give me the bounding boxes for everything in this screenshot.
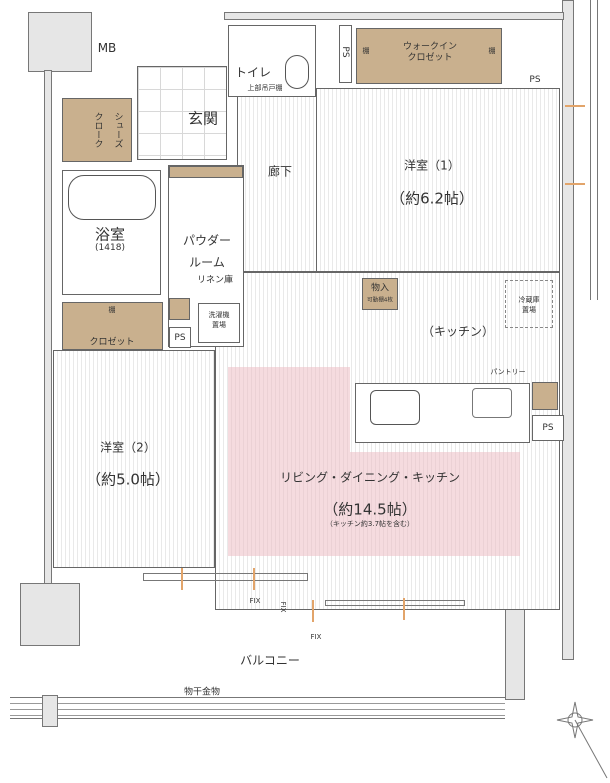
walk-in-closet xyxy=(356,28,502,84)
fix-label-1: FIX xyxy=(249,597,261,605)
fridge-label: 冷蔵庫 置場 xyxy=(518,296,540,314)
balcony-left-pillar xyxy=(20,583,80,646)
ps-label-top: PS xyxy=(340,46,350,58)
ps-shaft-top xyxy=(339,25,352,83)
genkan-label: 玄関 xyxy=(187,109,219,128)
laundry-hardware-label: 物干金物 xyxy=(183,687,221,698)
room2-label: 洋室（2） xyxy=(100,440,156,455)
linen-label: リネン庫 xyxy=(196,275,234,286)
washer-label: 洗濯機 置場 xyxy=(208,311,230,329)
ps-label-right: PS xyxy=(529,75,541,85)
shoes-label-b: クローク xyxy=(92,112,103,148)
corridor-label: 廊下 xyxy=(267,164,293,179)
window-arrow xyxy=(181,568,183,590)
ps-shaft-kitchen xyxy=(532,415,564,441)
left-exterior-wall xyxy=(44,70,52,590)
wic-label: ウォークイン クロゼット xyxy=(402,42,458,63)
window-arrow-right xyxy=(565,183,585,185)
right-boundary-line xyxy=(590,0,598,300)
ldk-size: （約14.5帖） xyxy=(323,500,417,519)
toilet-shelf-label: 上部吊戸棚 xyxy=(247,84,283,92)
shoes-cloak xyxy=(62,98,132,162)
room1-label: 洋室（1） xyxy=(404,158,460,173)
western-room-1 xyxy=(316,88,560,272)
powder-label-a: パウダー xyxy=(182,233,232,248)
room1-size: （約6.2帖） xyxy=(390,189,474,208)
storage-closet xyxy=(362,278,398,310)
balcony-label: バルコニー xyxy=(240,653,300,668)
window-sash-right xyxy=(325,600,465,606)
pantry-label: パントリー xyxy=(490,368,526,376)
ldk-note: （キッチン約3.7帖を含む） xyxy=(325,520,415,528)
compass-icon xyxy=(556,701,608,779)
window-arrow xyxy=(253,568,255,590)
balcony-post xyxy=(42,695,58,727)
fridge-space xyxy=(505,280,553,328)
toilet-label: トイレ xyxy=(234,65,272,80)
toilet-bowl-icon xyxy=(285,55,309,89)
ps-label-powder: PS xyxy=(174,333,186,343)
ps-label-kitchen: PS xyxy=(542,423,554,433)
bath-size: (1418) xyxy=(95,243,125,253)
mb-label: MB xyxy=(97,41,117,55)
closet-shelf-label: 棚 xyxy=(108,306,116,314)
corridor xyxy=(237,96,317,272)
room2-size: （約5.0帖） xyxy=(86,470,170,489)
closet xyxy=(62,302,163,350)
powder-vanity xyxy=(169,166,243,178)
bath-label: 浴室 xyxy=(94,225,126,244)
storage-note: 可動棚4枚 xyxy=(367,296,393,304)
mb-pillar xyxy=(28,12,92,72)
washer-space xyxy=(198,303,240,343)
mb-room xyxy=(92,12,126,84)
ldk-highlight-a xyxy=(228,367,350,556)
window-arrow-right xyxy=(565,105,585,107)
linen-storage xyxy=(169,298,190,320)
fix-label-3: FIX xyxy=(310,633,322,641)
storage-label: 物入 xyxy=(370,283,390,294)
closet-label: クロゼット xyxy=(89,337,135,348)
kitchen-counter xyxy=(355,383,530,443)
ldk-label: リビング・ダイニング・キッチン xyxy=(279,470,461,485)
sink-icon xyxy=(370,390,420,425)
pantry xyxy=(532,382,558,410)
genkan-room xyxy=(137,66,227,160)
wic-shelf-left: 棚 xyxy=(362,47,370,55)
balcony-railing xyxy=(10,697,505,719)
stove-icon xyxy=(472,388,512,418)
shoes-label-a: シューズ xyxy=(112,112,123,148)
window-sash-left xyxy=(143,573,308,581)
bathtub-icon xyxy=(68,175,156,220)
right-exterior-wall xyxy=(562,0,574,660)
top-wall xyxy=(224,12,564,20)
kitchen-label: （キッチン） xyxy=(421,324,495,339)
fix-label-2: FIX xyxy=(279,601,287,613)
powder-label-b: ルーム xyxy=(189,255,225,270)
western-room-2 xyxy=(53,350,215,568)
ldk-highlight-b xyxy=(350,452,520,556)
window-arrow xyxy=(403,598,405,620)
wic-shelf-right: 棚 xyxy=(488,47,496,55)
window-arrow xyxy=(312,600,314,622)
ps-shaft-powder xyxy=(169,327,191,348)
